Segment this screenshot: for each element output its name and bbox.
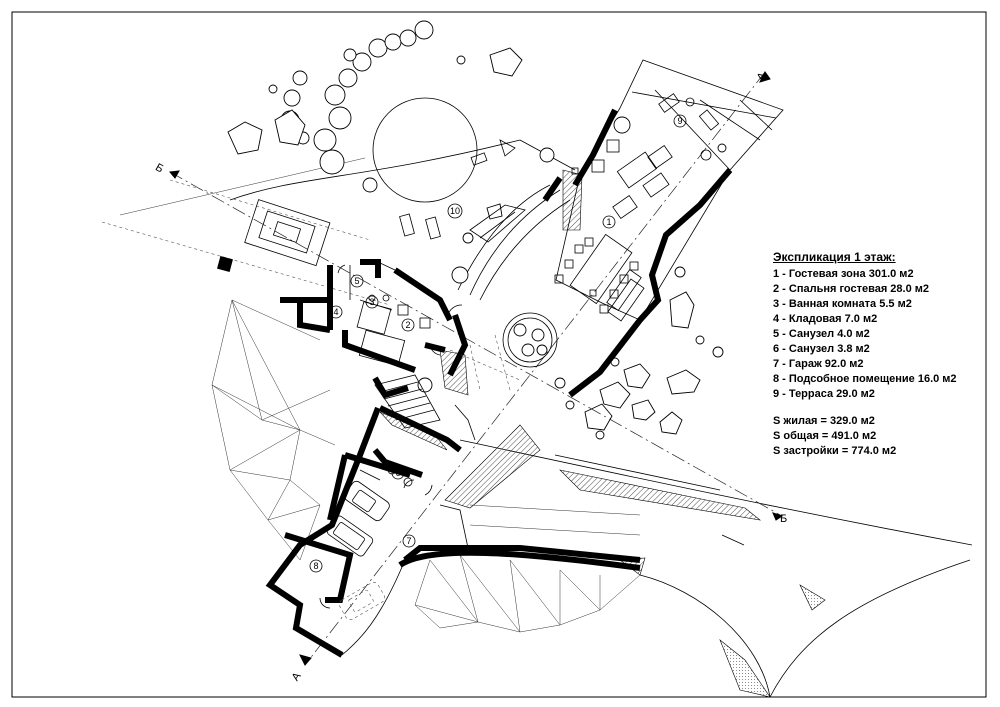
round-planter: [502, 312, 558, 368]
west-block: [280, 259, 521, 441]
svg-text:7: 7: [406, 536, 411, 546]
rocks-right: [554, 143, 727, 440]
sofa: [616, 151, 658, 189]
legend-total-general: S общая = 491.0 м2: [773, 430, 877, 442]
dining-table: [569, 233, 633, 305]
legend-item: 6 - Санузел 3.8 м2: [773, 343, 870, 355]
section-axis-b: [169, 170, 784, 521]
legend-item: 4 - Кладовая 7.0 м2: [773, 313, 878, 325]
legend-item: 1 - Гостевая зона 301.0 м2: [773, 268, 914, 280]
room-legend: Экспликация 1 этаж: 1 - Гостевая зона 30…: [773, 250, 993, 459]
legend-item: 5 - Санузел 4.0 м2: [773, 328, 870, 340]
sheet-frame: [11, 11, 987, 698]
room-marker-8: 8: [309, 559, 323, 573]
north-wing: [457, 59, 784, 398]
legend-item: 7 - Гараж 92.0 м2: [773, 358, 864, 370]
round-lawn: [372, 97, 478, 203]
room-markers: 1 2 3 4 5 6 7 8: [309, 114, 687, 573]
terrain-lines-bottom: [414, 554, 641, 633]
svg-text:2: 2: [405, 320, 410, 330]
section-label-a-top: А: [755, 70, 769, 83]
trees-top: [227, 20, 555, 244]
car-2: [326, 515, 374, 557]
guest-bed: [358, 329, 406, 367]
svg-text:5: 5: [354, 276, 359, 286]
room-marker-1: 1: [602, 215, 616, 229]
legend-spacer: [773, 402, 993, 414]
legend-item: 3 - Ванная комната 5.5 м2: [773, 298, 912, 310]
room-marker-4: 4: [329, 305, 343, 319]
legend-title: Экспликация 1 этаж:: [773, 250, 896, 264]
car-1: [344, 480, 390, 522]
legend-item: 9 - Терраса 29.0 м2: [773, 388, 875, 400]
room-marker-7: 7: [402, 534, 416, 548]
legend-total-living: S жилая = 329.0 м2: [773, 415, 875, 427]
room-marker-6: 6: [391, 466, 405, 480]
room-marker-3: 3: [365, 295, 379, 309]
section-axis-a: [299, 71, 771, 666]
room-marker-10: 10: [447, 203, 463, 219]
svg-text:8: 8: [313, 561, 318, 571]
section-markers: А А Б Б: [153, 70, 787, 683]
section-label-b-left: Б: [153, 161, 165, 175]
legend-item: 8 - Подсобное помещение 16.0 м2: [773, 373, 957, 385]
svg-text:4: 4: [333, 307, 338, 317]
room-marker-2: 2: [401, 318, 415, 332]
south-block: [265, 405, 641, 658]
svg-text:10: 10: [450, 206, 460, 216]
section-label-a-bottom: А: [290, 670, 304, 683]
svg-text:9: 9: [677, 116, 682, 126]
terrain-lines-left: [211, 299, 336, 561]
svg-text:3: 3: [369, 297, 374, 307]
car-3: [338, 582, 386, 620]
access-road: [444, 424, 973, 698]
pool-outline: [244, 199, 331, 267]
site-area: [101, 97, 576, 306]
legend-item: 2 - Спальня гостевая 28.0 м2: [773, 283, 930, 295]
svg-text:1: 1: [606, 217, 611, 227]
room-marker-5: 5: [350, 274, 364, 288]
svg-text:6: 6: [395, 468, 400, 478]
legend-total-footprint: S застройки = 774.0 м2: [773, 445, 897, 457]
section-label-b-right: Б: [780, 513, 787, 525]
room-marker-9: 9: [673, 114, 687, 128]
